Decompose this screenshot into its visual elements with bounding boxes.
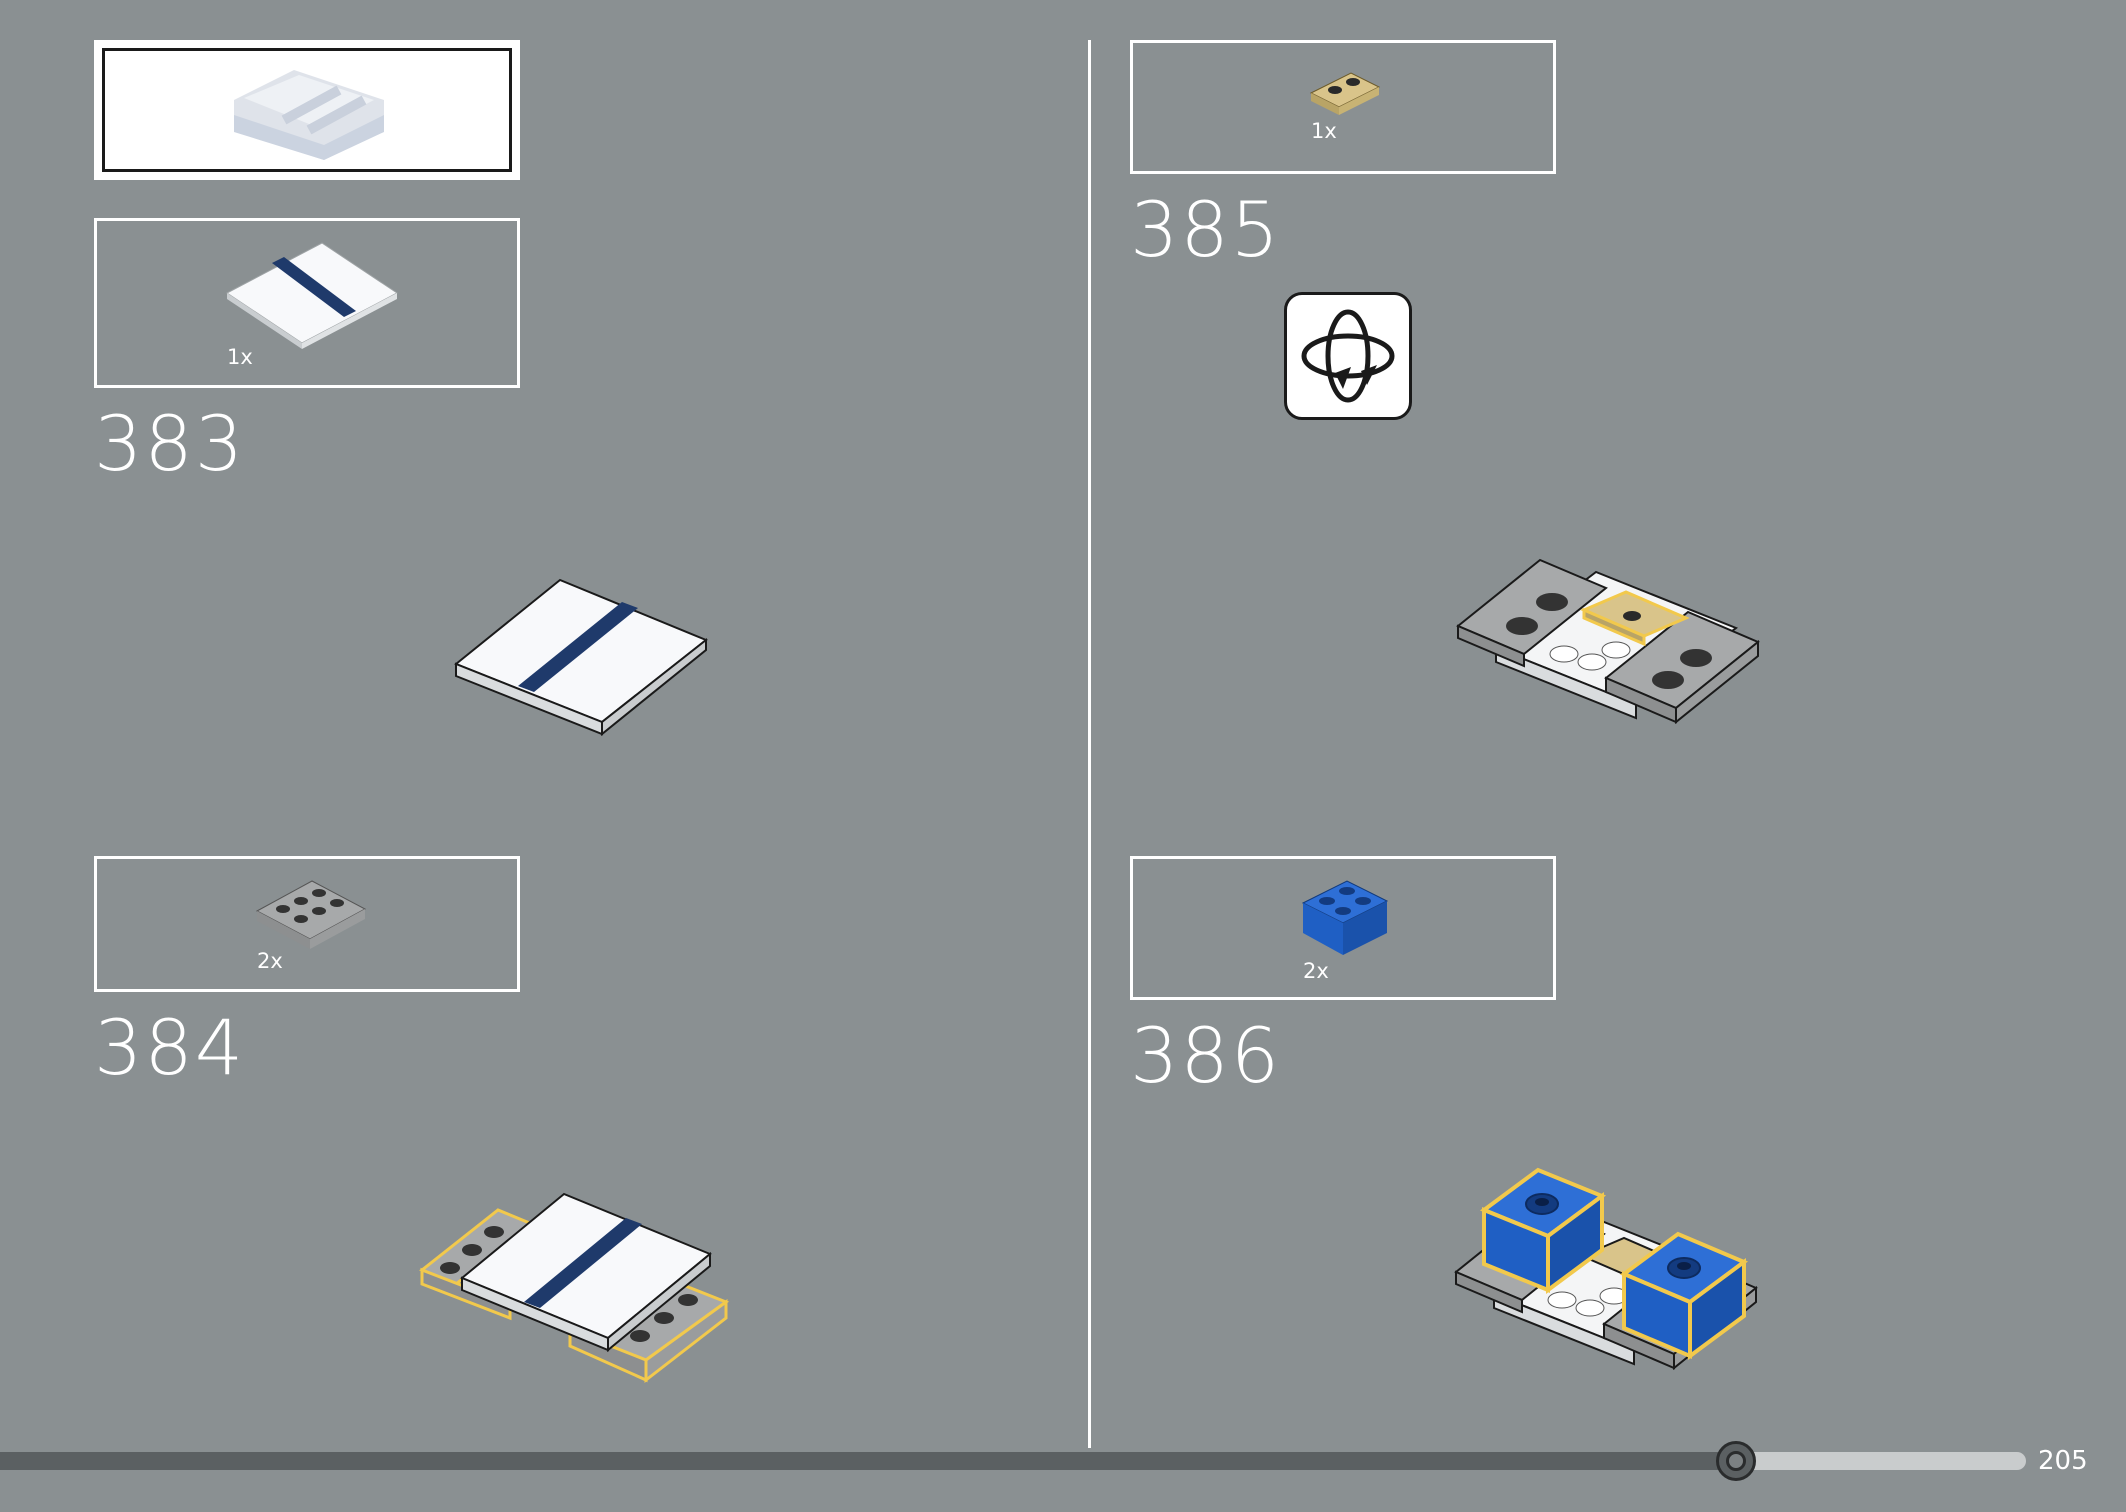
step-number-386: 386 — [1130, 1011, 1282, 1100]
progress-bar-filled — [0, 1452, 1738, 1470]
parts-list-386: 2x — [1130, 856, 1556, 1000]
parts-list-385: 1x — [1130, 40, 1556, 174]
step-number-383: 383 — [94, 399, 246, 488]
parts-list-384: 2x — [94, 856, 520, 992]
step-number-384: 384 — [94, 1003, 246, 1092]
parts-list-383: 1x — [94, 218, 520, 388]
part-quantity: 1x — [1311, 119, 1337, 143]
step-385-build-image — [1456, 558, 1760, 725]
submodel-callout — [94, 40, 520, 180]
page-divider — [1088, 40, 1091, 1448]
part-quantity: 1x — [227, 345, 253, 369]
progress-bar-remaining[interactable] — [1738, 1452, 2026, 1470]
step-383-build-image — [454, 578, 708, 737]
part-tile-stripe-icon — [226, 242, 398, 349]
part-quantity: 2x — [257, 949, 283, 973]
progress-slider-handle[interactable] — [1716, 1441, 1756, 1481]
part-gray-plate-icon — [255, 880, 367, 949]
part-tan-plate-icon — [1309, 72, 1381, 115]
step-384-build-image — [419, 1192, 730, 1384]
page-number: 205 — [2038, 1446, 2088, 1476]
submodel-preview-image — [234, 70, 384, 160]
part-blue-brick-icon — [1301, 880, 1389, 955]
step-number-385: 385 — [1130, 185, 1282, 274]
step-386-build-image — [1454, 1167, 1758, 1371]
rotate-model-icon — [1284, 292, 1412, 420]
part-quantity: 2x — [1303, 959, 1329, 983]
